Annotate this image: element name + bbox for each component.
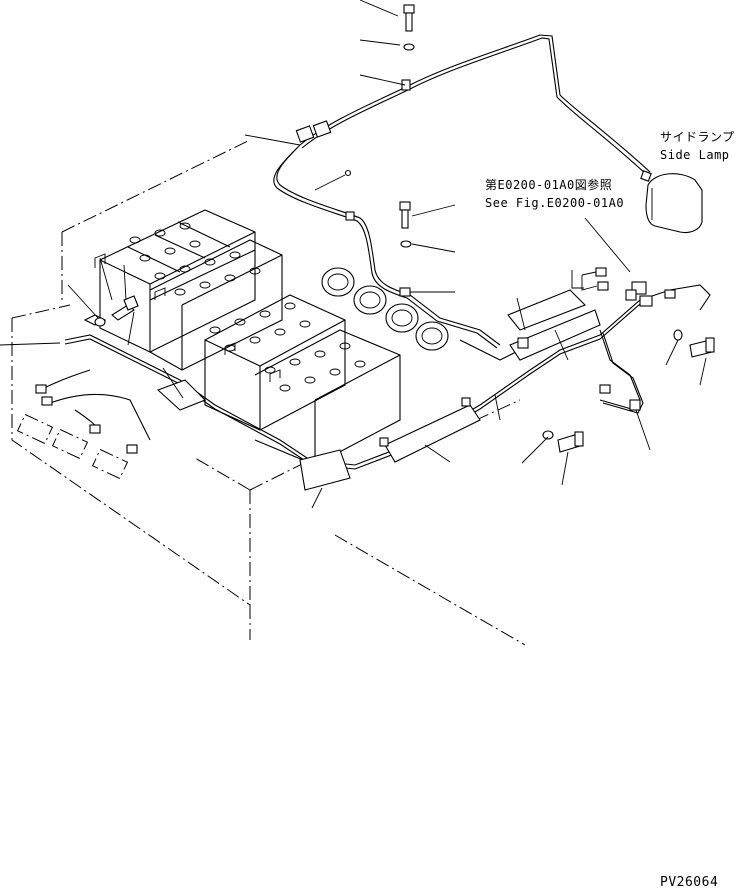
bolt-right (673, 329, 715, 358)
brackets (156, 289, 601, 491)
side-lamp-label-jp: サイドランプ (660, 130, 735, 144)
harness (39, 34, 711, 470)
left-connectors (35, 314, 138, 454)
round-connectors (321, 267, 449, 351)
part-number: PV26064 (660, 875, 719, 890)
side-lamp-label-en: Side Lamp (660, 148, 730, 162)
right-connectors (595, 267, 676, 307)
reference-label-jp: 第E0200-01A0図参照 (485, 178, 613, 192)
side-lamp (640, 170, 703, 234)
clamps (295, 79, 641, 447)
bolt-left (94, 295, 139, 327)
bolt-top (403, 4, 415, 51)
leader-lines (0, 0, 707, 509)
chassis-outline (11, 139, 526, 646)
reference-label-en: See Fig.E0200-01A0 (485, 196, 625, 210)
bolt-middle (399, 201, 412, 248)
connector-outlines (16, 413, 129, 480)
bolt-bottom (542, 430, 584, 453)
